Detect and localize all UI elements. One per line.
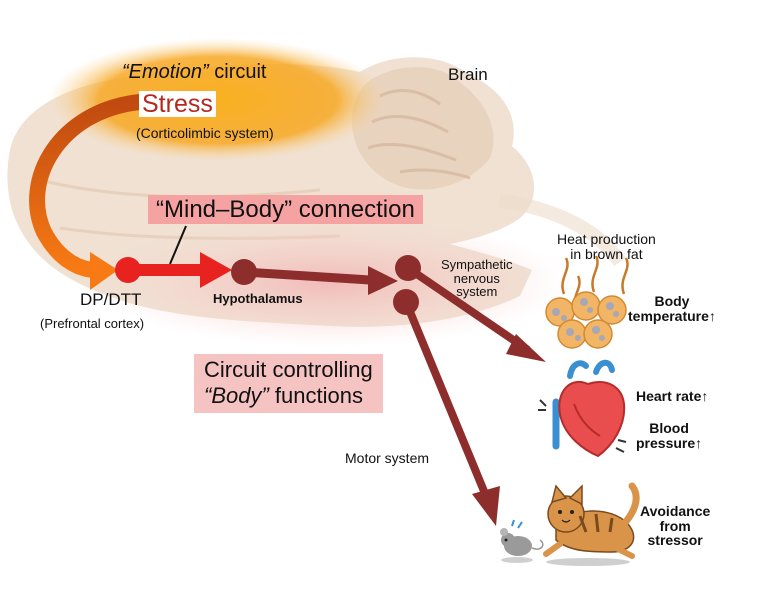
blood-line-2: pressure↑ — [636, 434, 703, 451]
sympathetic-line-1: Sympathetic — [441, 257, 513, 272]
body-circuit-line-2: “Body” functions — [204, 383, 373, 409]
sympathetic-line-2: nervous — [453, 270, 500, 286]
body-temperature-label: Body temperature↑ — [628, 294, 716, 323]
body-circuit-label: Circuit controlling “Body” functions — [194, 354, 383, 413]
hypothalamus-label: Hypothalamus — [213, 291, 303, 306]
body-temp-line-1: Body — [654, 293, 690, 309]
brown-fat-cells-icon — [545, 255, 629, 349]
mind-body-pathway — [115, 252, 232, 288]
motor-pathway — [393, 289, 500, 526]
heat-line-1: Heat production — [557, 231, 656, 247]
avoid-line-2: from — [659, 517, 691, 534]
sympathetic-pathway — [395, 255, 546, 362]
emotion-circuit-glow — [48, 38, 388, 162]
hypothalamus-pathway — [231, 259, 398, 295]
stress-arrow — [29, 94, 148, 290]
heart-rate-label: Heart rate↑ — [636, 388, 709, 404]
emotion-circuit-word: circuit — [214, 61, 267, 83]
mind-body-connection-label: “Mind–Body” connection — [148, 195, 423, 225]
brain-label: Brain — [448, 65, 488, 84]
heat-production-label: Heat production in brown fat — [557, 232, 656, 261]
avoidance-label: Avoidance from stressor — [640, 504, 710, 548]
dp-dtt-label: DP/DTT — [80, 290, 142, 309]
corticolimbic-label: (Corticolimbic system) — [136, 125, 274, 141]
sympathetic-nervous-system-label: Sympathetic nervous system — [441, 258, 513, 299]
avoid-line-3: stressor — [647, 532, 703, 549]
hypothalamus-node — [231, 259, 257, 285]
avoid-line-1: Avoidance — [640, 503, 711, 519]
heart-icon — [538, 359, 627, 458]
prefrontal-cortex-label: (Prefrontal cortex) — [40, 316, 145, 331]
emotion-quote: “Emotion” — [122, 61, 209, 83]
sympathetic-line-3: system — [456, 284, 498, 300]
blood-pressure-label: Blood pressure↑ — [636, 421, 702, 450]
body-functions-word: functions — [274, 383, 363, 409]
blood-line-1: Blood — [649, 420, 689, 436]
body-circuit-glow — [90, 217, 570, 347]
motor-system-label: Motor system — [345, 450, 430, 466]
motor-node — [393, 289, 419, 315]
stress-label: Stress — [139, 91, 216, 117]
heat-line-2: in brown fat — [570, 245, 643, 262]
body-circuit-line-1: Circuit controlling — [204, 357, 373, 382]
cat-icon — [543, 482, 640, 566]
emotion-circuit-label: “Emotion” circuit — [122, 62, 267, 83]
sympathetic-node — [395, 255, 421, 281]
mind-body-leader-line — [169, 225, 187, 265]
dp-dtt-node — [115, 257, 141, 283]
mouse-icon — [500, 519, 544, 563]
body-temp-line-2: temperature↑ — [628, 307, 716, 324]
body-quote: “Body” — [204, 383, 269, 409]
